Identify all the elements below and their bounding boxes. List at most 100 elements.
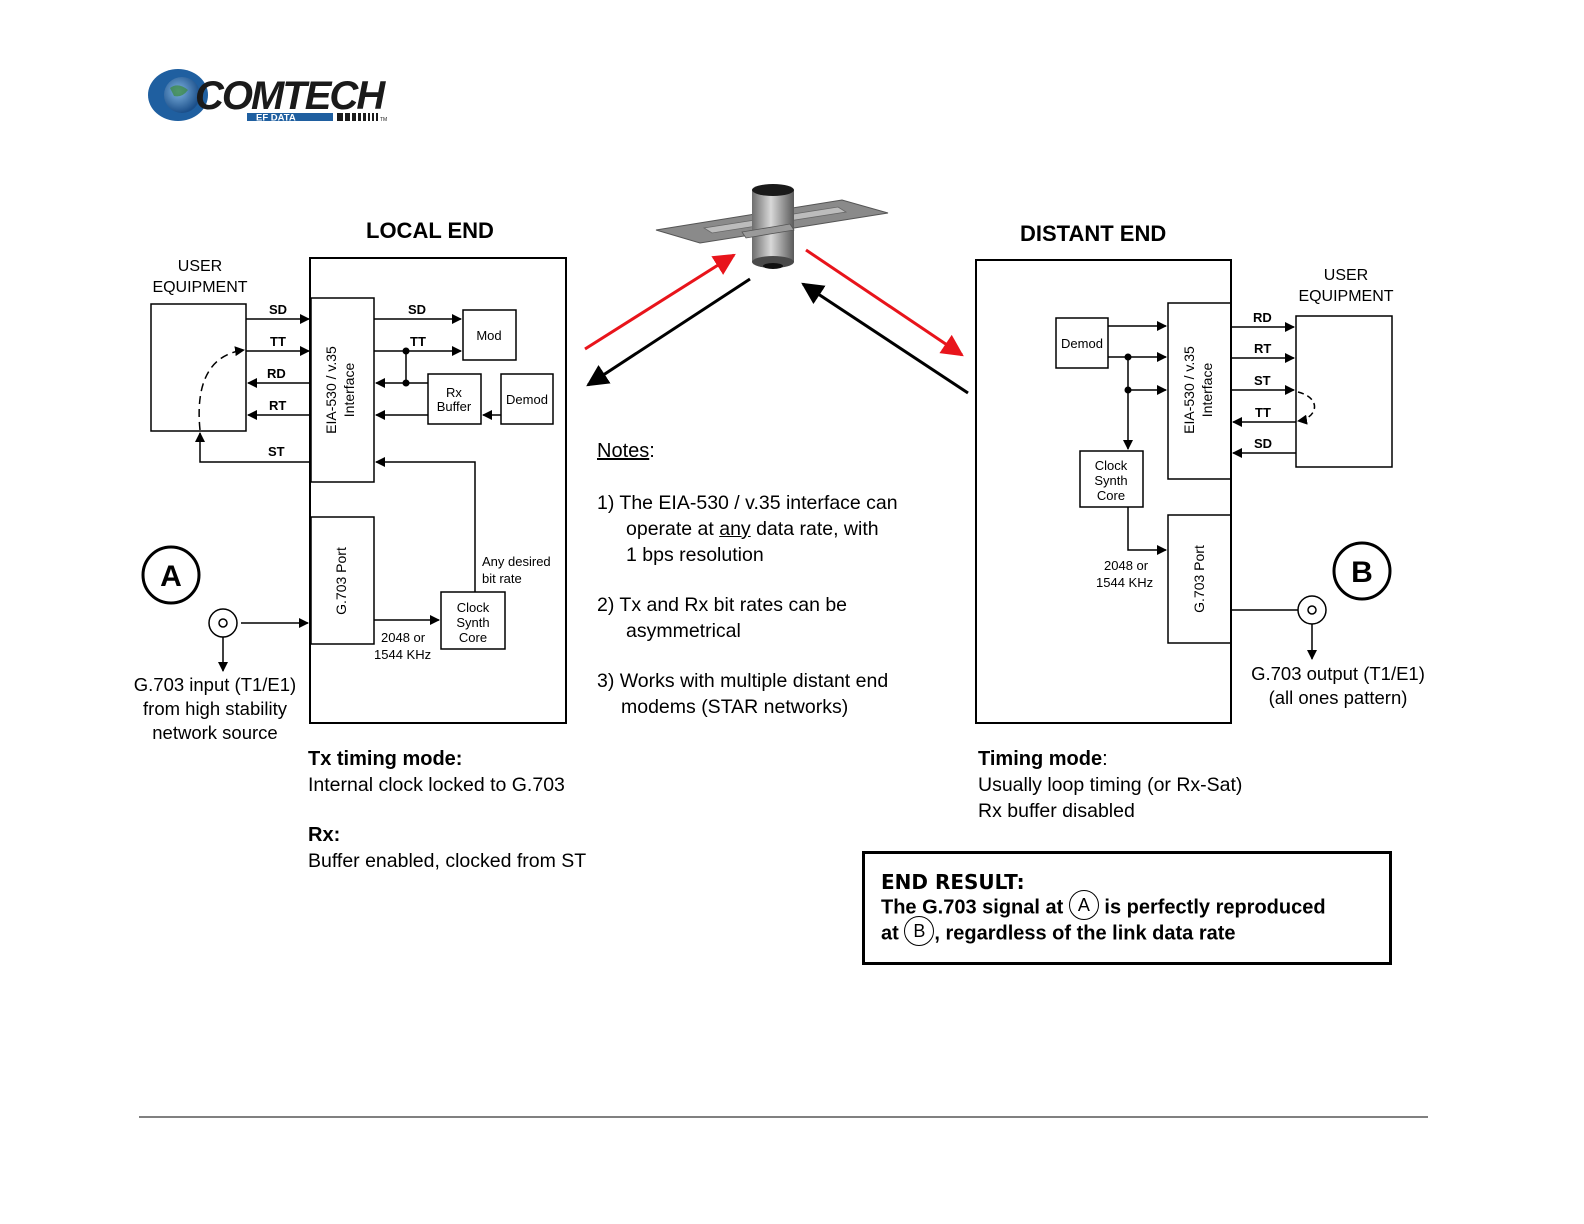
- local-modem-box: [309, 257, 567, 724]
- satellite-icon: [655, 184, 889, 269]
- local-timing-head: Tx timing mode:: [308, 748, 463, 770]
- distant-modem-box: [975, 259, 1232, 724]
- marker-b-label: B: [1351, 556, 1373, 589]
- distant-clock-label-1: Clock: [1095, 458, 1128, 473]
- distant-sig-st: ST: [1254, 373, 1271, 388]
- local-clock-label-3: Core: [459, 630, 487, 645]
- distant-uplink-arrow: [801, 282, 969, 395]
- local-input-caption: G.703 input (T1/E1) from high stability …: [120, 673, 310, 745]
- distant-timing-head-text: Timing mode: [978, 748, 1103, 770]
- distant-interface-box: [1167, 302, 1232, 480]
- local-interface-box: [310, 297, 375, 483]
- local-user-label-1: USER: [178, 258, 222, 275]
- distant-g703-port-box: [1167, 514, 1232, 644]
- distant-freq-2: 1544 KHz: [1096, 575, 1153, 590]
- note-1-any: any: [719, 518, 751, 540]
- notes-title-colon: :: [649, 440, 655, 462]
- local-any-rate-2: bit rate: [482, 571, 522, 586]
- local-user-label-2: EQUIPMENT: [152, 279, 247, 296]
- distant-clock-synth-box: [1079, 450, 1144, 508]
- local-mod-label: Mod: [476, 328, 501, 343]
- distant-timing-line-1: Usually loop timing (or Rx-Sat): [978, 774, 1243, 796]
- end-result-line-1-pre: The G.703 signal at: [881, 896, 1069, 919]
- local-rx-text: Buffer enabled, clocked from ST: [308, 850, 587, 872]
- local-sig-sd: SD: [269, 302, 287, 317]
- local-mod-box: [462, 309, 517, 361]
- marker-b-icon: [1332, 541, 1392, 601]
- note-3-line-1: 3) Works with multiple distant end: [597, 670, 889, 692]
- local-input-caption-2: from high stability: [143, 698, 287, 719]
- distant-signal-lines: [1108, 321, 1317, 660]
- distant-g703-port-label: G.703 Port: [1191, 545, 1207, 613]
- comtech-logo: COMTECH EF DATA TM: [148, 69, 388, 124]
- local-downlink-arrow: [586, 277, 751, 387]
- end-result-marker-b-icon: B: [904, 916, 935, 946]
- local-g703-port-box: [310, 516, 375, 645]
- logo-tm: TM: [380, 117, 387, 123]
- marker-a-label: A: [160, 560, 182, 593]
- distant-output-caption-2: (all ones pattern): [1268, 687, 1408, 708]
- logo-name: COMTECH: [195, 74, 386, 118]
- local-input-caption-3: network source: [152, 722, 278, 743]
- local-timing-text: Internal clock locked to G.703: [308, 774, 565, 796]
- local-title: LOCAL END: [366, 218, 494, 243]
- local-sig-tt: TT: [270, 334, 286, 349]
- note-1-line-3: 1 bps resolution: [626, 544, 764, 566]
- note-2: 2) Tx and Rx bit rates can be asymmetric…: [597, 592, 898, 644]
- distant-g703-connector-icon: [1297, 595, 1327, 625]
- local-sig-rd: RD: [267, 366, 286, 381]
- logo-sub: EF DATA: [256, 113, 296, 124]
- distant-sig-rd: RD: [1253, 310, 1272, 325]
- distant-output-caption: G.703 output (T1/E1) (all ones pattern): [1238, 662, 1438, 710]
- local-sig-rt: RT: [269, 398, 286, 413]
- end-result-line-2-pre: at: [881, 922, 905, 945]
- end-result-marker-b: B: [913, 921, 926, 941]
- local-input-caption-1: G.703 input (T1/E1): [133, 674, 297, 695]
- distant-sig-tt: TT: [1255, 405, 1271, 420]
- end-result-box: END RESULT: The G.703 signal at A is per…: [862, 851, 1392, 965]
- note-1-post: data rate, with: [750, 518, 879, 540]
- local-rx-buffer-label-2: Buffer: [437, 399, 472, 414]
- end-result-marker-a-icon: A: [1068, 890, 1099, 920]
- end-result-line-2-post: , regardless of the link data rate: [934, 922, 1236, 945]
- distant-sig-sd: SD: [1254, 436, 1272, 451]
- local-sig-st: ST: [268, 444, 285, 459]
- distant-clock-label-2: Synth: [1094, 473, 1127, 488]
- note-1-line-1: 1) The EIA-530 / v.35 interface can: [597, 492, 898, 514]
- satellite-links: [584, 248, 969, 395]
- note-3-line-2: modems (STAR networks): [621, 696, 849, 718]
- note-1-line-2: operate at any data rate, with: [597, 516, 898, 542]
- local-demod-label: Demod: [506, 392, 548, 407]
- local-interface-label-1: EIA-530 / v.35: [323, 346, 339, 434]
- distant-sig-rt: RT: [1254, 341, 1271, 356]
- local-clock-synth-box: [440, 591, 506, 650]
- distant-freq-1: 2048 or: [1104, 558, 1149, 573]
- marker-a-icon: [141, 545, 201, 605]
- local-clock-label-1: Clock: [457, 600, 490, 615]
- notes-title-text: Notes: [597, 440, 650, 462]
- local-timing-block: Tx timing mode: Internal clock locked to…: [308, 746, 586, 874]
- note-1: 1) The EIA-530 / v.35 interface can oper…: [597, 490, 898, 568]
- end-result-line-1: The G.703 signal at A is perfectly repro…: [881, 890, 1326, 920]
- local-int-sig-sd: SD: [408, 302, 426, 317]
- distant-user-label-2: EQUIPMENT: [1298, 288, 1393, 305]
- note-1-pre: operate at: [626, 518, 720, 540]
- note-3: 3) Works with multiple distant end modem…: [597, 668, 898, 720]
- local-demod-box: [500, 373, 554, 425]
- local-uplink-arrow: [584, 253, 736, 351]
- local-rx-head: Rx:: [308, 824, 341, 846]
- notes-title: Notes:: [597, 438, 898, 464]
- local-user-equipment-box: [150, 303, 247, 432]
- distant-interface-label-2: Interface: [1199, 363, 1215, 418]
- distant-timing-line-2: Rx buffer disabled: [978, 800, 1135, 822]
- distant-user-label-1: USER: [1324, 267, 1368, 284]
- distant-clock-label-3: Core: [1097, 488, 1125, 503]
- end-result-line-1-post: is perfectly reproduced: [1098, 896, 1326, 919]
- distant-interface-label-1: EIA-530 / v.35: [1181, 346, 1197, 434]
- local-g703-connector-icon: [208, 608, 238, 638]
- local-freq-2: 1544 KHz: [374, 647, 431, 662]
- end-result-title: END RESULT:: [881, 870, 1025, 894]
- local-interface-label-2: Interface: [341, 363, 357, 418]
- notes-block: Notes: 1) The EIA-530 / v.35 interface c…: [597, 438, 898, 720]
- distant-demod-label: Demod: [1061, 336, 1103, 351]
